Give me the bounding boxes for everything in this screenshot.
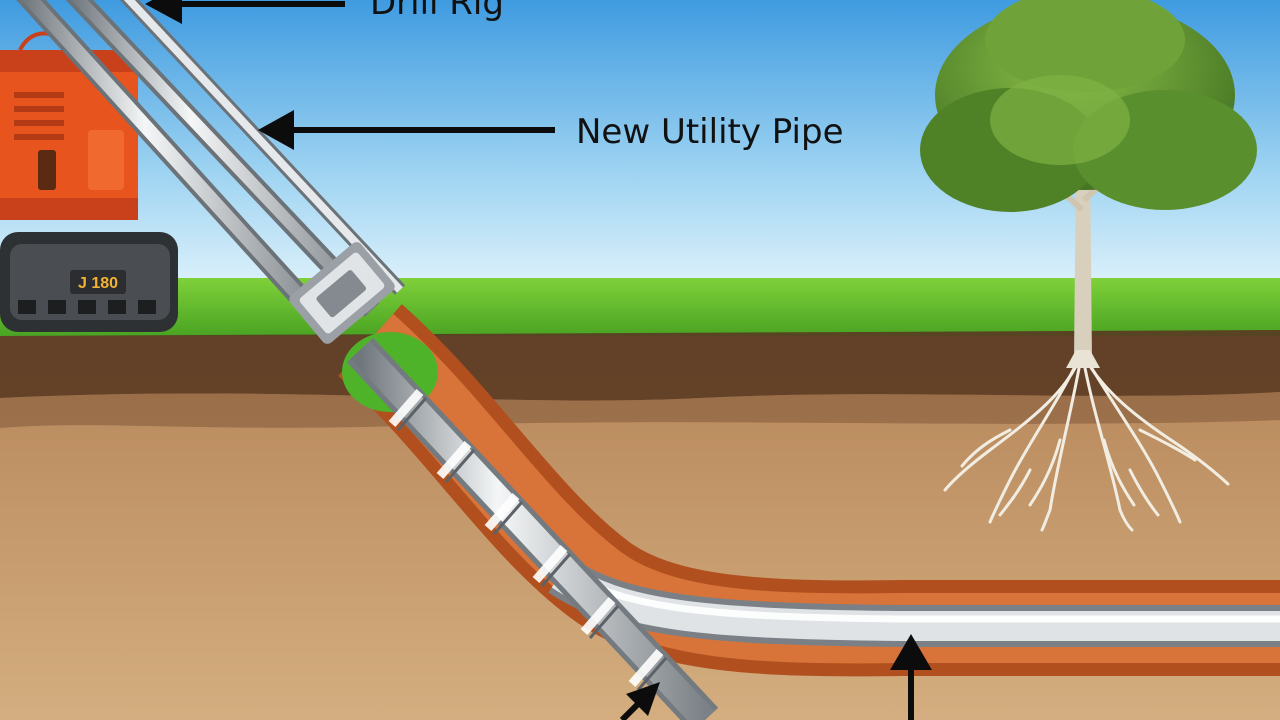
drill-string — [346, 337, 719, 720]
drill-rig-icon: J 180 — [0, 0, 406, 344]
drill-rig-label: Drill Rig — [370, 0, 504, 23]
arrow-up-icon — [890, 634, 932, 720]
arrow-left-icon — [258, 110, 555, 150]
topsoil-layer — [0, 330, 1280, 401]
topsoil-fade — [0, 392, 1280, 428]
tree-icon — [920, 0, 1257, 532]
rig-badge: J 180 — [78, 275, 118, 292]
roots-icon — [943, 350, 1230, 532]
arrow-left-icon — [145, 0, 345, 24]
arrow-up-icon — [619, 682, 660, 720]
utility-pipe-label: New Utility Pipe — [576, 112, 843, 152]
